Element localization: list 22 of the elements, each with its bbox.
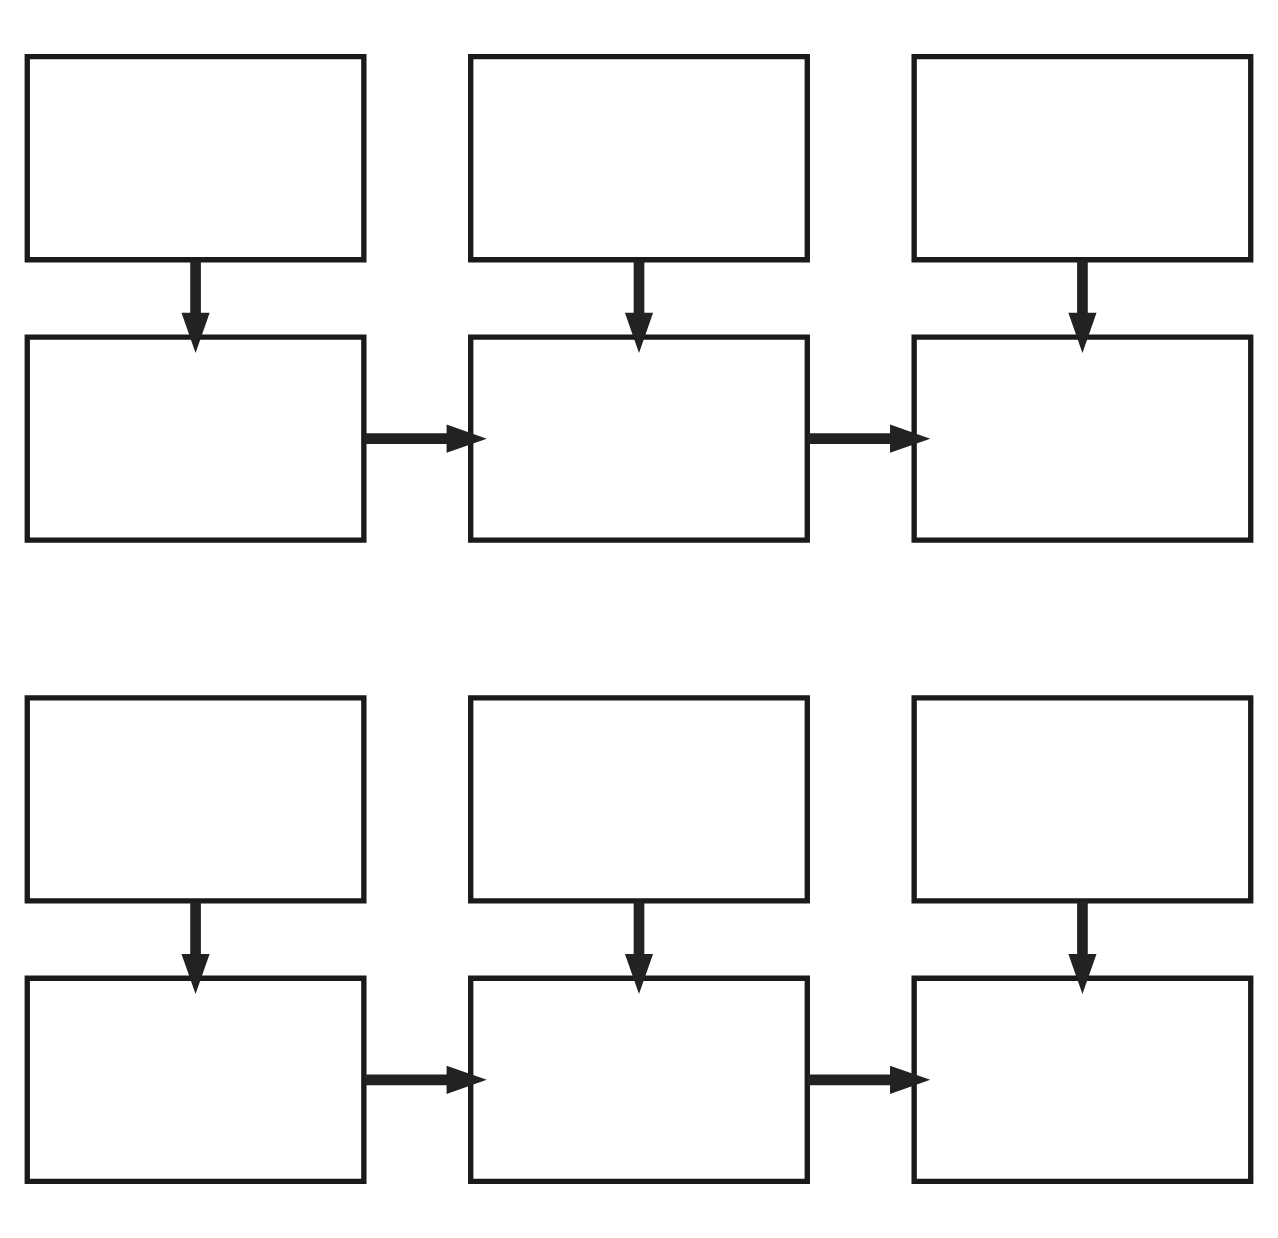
node-box	[468, 695, 810, 904]
node-box	[24, 334, 367, 543]
node-box	[24, 695, 367, 904]
arrow	[624, 901, 654, 995]
node-box	[24, 975, 367, 1184]
arrow	[1068, 901, 1097, 995]
arrow	[181, 260, 210, 353]
node-box	[911, 334, 1254, 543]
node-box	[911, 975, 1254, 1184]
arrow	[1068, 260, 1097, 353]
arrow	[807, 1065, 931, 1094]
node-box	[468, 975, 810, 1184]
node-box	[468, 54, 810, 263]
arrow	[364, 1065, 487, 1094]
arrow	[364, 424, 487, 453]
node-box	[911, 54, 1254, 263]
arrow	[181, 901, 210, 995]
arrow	[624, 260, 654, 354]
arrow	[807, 424, 931, 453]
node-box	[911, 695, 1254, 904]
node-box	[468, 334, 810, 543]
node-box	[24, 54, 367, 263]
